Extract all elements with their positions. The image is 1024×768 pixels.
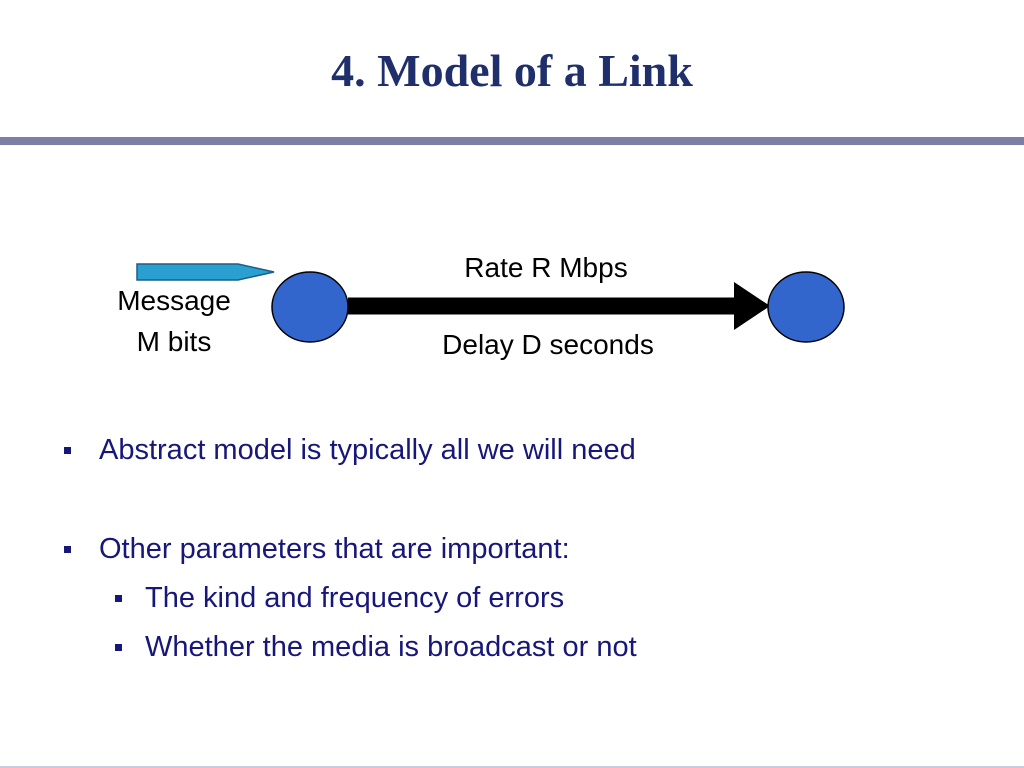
- bottom-divider: [0, 766, 1024, 768]
- bullet-list: Abstract model is typically all we will …: [62, 430, 962, 676]
- source-node: [271, 271, 349, 343]
- sub-bullet-text: The kind and frequency of errors: [145, 582, 565, 614]
- rate-label: Rate R Mbps: [464, 252, 627, 283]
- delay-label: Delay D seconds: [442, 329, 654, 360]
- sub-bullet-text: Whether the media is broadcast or not: [145, 631, 637, 663]
- bullet-item: Abstract model is typically all we will …: [62, 430, 962, 470]
- square-bullet-icon: [64, 447, 71, 454]
- bullet-text: Abstract model is typically all we will …: [99, 434, 636, 466]
- sub-bullet-list: The kind and frequency of errors Whether…: [99, 578, 962, 667]
- square-bullet-icon: [115, 595, 122, 602]
- title-divider: [0, 137, 1024, 145]
- bullet-text: Other parameters that are important:: [99, 533, 570, 565]
- sub-bullet-item: The kind and frequency of errors: [62, 578, 962, 618]
- destination-node: [767, 271, 845, 343]
- square-bullet-icon: [115, 644, 122, 651]
- link-arrowhead: [734, 282, 770, 330]
- slide-title: 4. Model of a Link: [331, 45, 693, 96]
- message-arrow: [136, 263, 275, 281]
- message-label-line1: Message: [117, 285, 231, 316]
- bullet-item: Other parameters that are important: The…: [62, 529, 962, 667]
- square-bullet-icon: [64, 546, 71, 553]
- message-label-line2: M bits: [137, 326, 212, 357]
- sub-bullet-item: Whether the media is broadcast or not: [62, 627, 962, 667]
